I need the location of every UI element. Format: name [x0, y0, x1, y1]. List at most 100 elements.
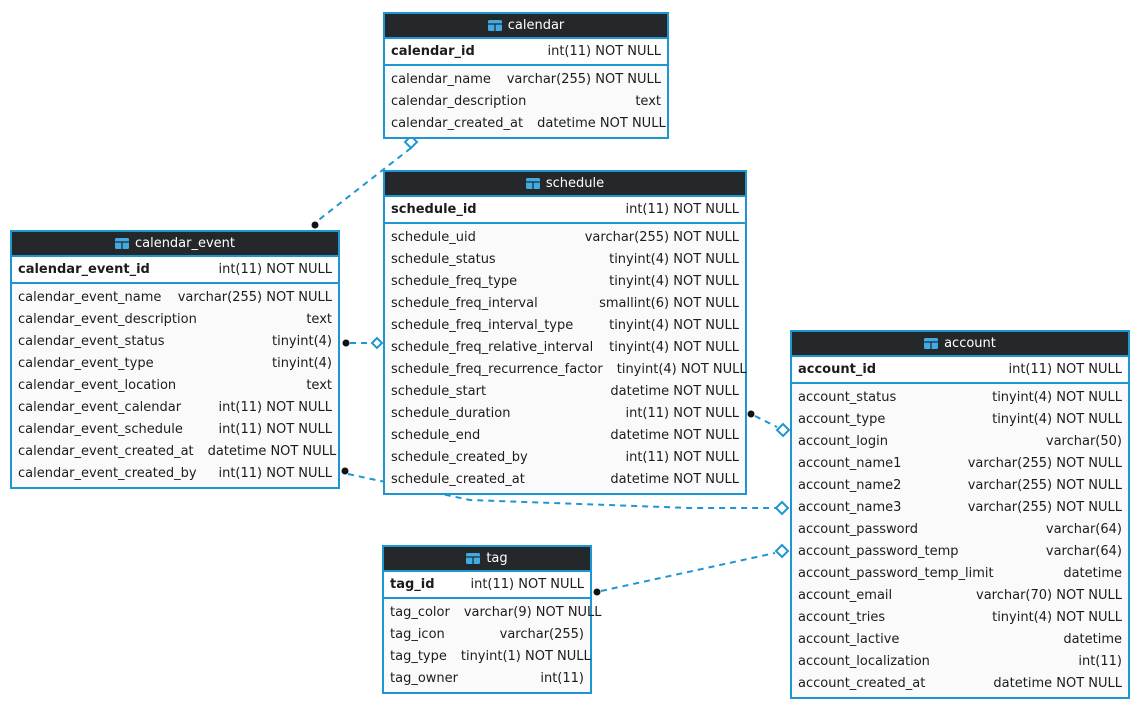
- table-row-pk[interactable]: schedule_id int(11) NOT NULL: [385, 197, 745, 224]
- table-row[interactable]: account_created_at datetime NOT NULL: [792, 672, 1128, 694]
- column-name: account_created_at: [798, 675, 926, 691]
- column-type: int(11) NOT NULL: [218, 465, 332, 481]
- relationship-calendar_event-calendar[interactable]: [311, 134, 419, 229]
- table-schedule[interactable]: schedule schedule_id int(11) NOT NULL sc…: [383, 170, 747, 495]
- column-name: calendar_created_at: [391, 115, 524, 131]
- table-header-tag[interactable]: tag: [384, 547, 590, 572]
- relationship-calendar_event-schedule[interactable]: [342, 336, 384, 350]
- column-name: schedule_end: [391, 427, 481, 443]
- column-type: varchar(255) NOT NULL: [177, 289, 332, 305]
- column-name: schedule_status: [391, 251, 496, 267]
- column-name: calendar_event_type: [18, 355, 154, 371]
- column-type: tinyint(4) NOT NULL: [616, 361, 747, 377]
- column-type: int(11) NOT NULL: [218, 421, 332, 437]
- table-row-pk[interactable]: tag_id int(11) NOT NULL: [384, 572, 590, 599]
- relationship-calendar_event-account[interactable]: [341, 467, 790, 516]
- column-type: datetime NOT NULL: [537, 115, 666, 131]
- table-header-account[interactable]: account: [792, 332, 1128, 357]
- table-row[interactable]: calendar_created_at datetime NOT NULL: [385, 112, 667, 134]
- column-name: calendar_event_created_by: [18, 465, 197, 481]
- column-name: account_tries: [798, 609, 886, 625]
- column-type: tinyint(4) NOT NULL: [609, 251, 739, 267]
- table-row[interactable]: calendar_event_created_by int(11) NOT NUL…: [12, 462, 338, 484]
- column-type: int(11) NOT NULL: [218, 399, 332, 415]
- column-name: calendar_id: [391, 44, 475, 59]
- column-name: account_password_temp_limit: [798, 565, 994, 581]
- column-type: tinyint(4) NOT NULL: [609, 273, 739, 289]
- table-row[interactable]: tag_type tinyint(1) NOT NULL: [384, 645, 591, 667]
- table-account[interactable]: account account_id int(11) NOT NULL acco…: [790, 330, 1130, 699]
- column-name: tag_icon: [390, 626, 445, 642]
- table-row[interactable]: calendar_event_schedule int(11) NOT NULL: [12, 418, 338, 440]
- table-row-pk[interactable]: account_id int(11) NOT NULL: [792, 357, 1128, 384]
- column-type: tinyint(4) NOT NULL: [992, 411, 1122, 427]
- table-header-calendar-event[interactable]: calendar_event: [12, 232, 338, 257]
- table-grid-icon: [466, 553, 481, 564]
- table-row[interactable]: schedule_freq_interval smallint(6) NOT NU…: [385, 292, 745, 314]
- column-name: tag_type: [390, 648, 447, 664]
- table-header-schedule[interactable]: schedule: [385, 172, 745, 197]
- table-calendar-event[interactable]: calendar_event calendar_event_id int(11)…: [10, 230, 340, 489]
- column-type: int(11): [1078, 653, 1122, 669]
- table-grid-icon: [487, 20, 502, 31]
- table-row[interactable]: schedule_status tinyint(4) NOT NULL: [385, 248, 745, 270]
- relationship-tag-account[interactable]: [593, 543, 790, 596]
- column-type: text: [306, 311, 332, 327]
- table-row[interactable]: calendar_event_name varchar(255) NOT NULL: [12, 286, 338, 308]
- table-grid-icon: [114, 238, 129, 249]
- column-name: schedule_start: [391, 383, 487, 399]
- column-name: calendar_event_name: [18, 289, 162, 305]
- table-calendar[interactable]: calendar calendar_id int(11) NOT NULL ca…: [383, 12, 669, 139]
- column-name: calendar_event_schedule: [18, 421, 183, 437]
- column-type: tinyint(1) NOT NULL: [460, 648, 591, 664]
- table-row-pk[interactable]: calendar_event_id int(11) NOT NULL: [12, 257, 338, 284]
- table-header-calendar[interactable]: calendar: [385, 14, 667, 39]
- column-type: tinyint(4) NOT NULL: [609, 339, 739, 355]
- column-type: varchar(64): [1045, 521, 1122, 537]
- column-name: account_login: [798, 433, 888, 449]
- relationship-schedule-account[interactable]: [747, 410, 791, 438]
- column-type: datetime NOT NULL: [993, 675, 1122, 691]
- column-type: varchar(255) NOT NULL: [967, 477, 1122, 493]
- column-type: smallint(6) NOT NULL: [599, 295, 739, 311]
- table-row-pk[interactable]: calendar_id int(11) NOT NULL: [385, 39, 667, 66]
- column-name: schedule_freq_interval: [391, 295, 538, 311]
